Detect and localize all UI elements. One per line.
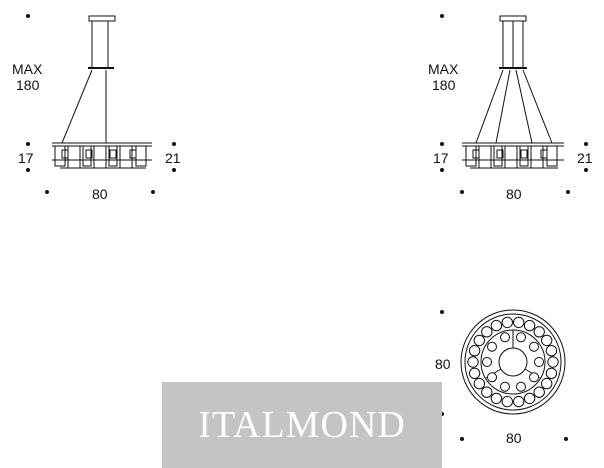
lamp-head-circle	[467, 356, 479, 368]
max-label: MAX	[12, 61, 43, 77]
lamp-head-circle	[468, 367, 481, 379]
width-label: 80	[92, 186, 108, 202]
top-view-height-label: 80	[435, 356, 451, 372]
dimension-marker-dot	[172, 168, 176, 172]
lamp-head-circle	[473, 334, 485, 347]
dimension-marker-dot	[440, 412, 444, 416]
dimension-marker-dot	[460, 437, 464, 441]
dimension-marker-dot	[584, 142, 588, 146]
lamp-head-circle	[490, 392, 503, 405]
lamp-head-circle	[529, 341, 539, 352]
right-height-label: 21	[577, 150, 593, 166]
lamp-head-circle	[481, 386, 493, 398]
lamp-head-circle	[516, 381, 526, 392]
lamp-head-circle	[481, 326, 493, 338]
lamp-head-circle	[500, 332, 510, 343]
max-label: MAX	[428, 61, 459, 77]
lamp-head-circle	[513, 316, 525, 329]
dimension-marker-dot	[26, 14, 30, 18]
height-value-label: 180	[432, 77, 456, 93]
dimension-marker-dot	[440, 168, 444, 172]
dimension-marker-dot	[26, 168, 30, 172]
lamp-head-circle	[482, 357, 492, 367]
dimension-marker-dot	[151, 190, 155, 194]
lamp-head-circle	[473, 377, 485, 390]
right-height-label: 21	[165, 150, 181, 166]
lamp-head-circle	[545, 367, 558, 379]
lamp-head-circle	[523, 319, 536, 332]
lamp-head-circle	[533, 386, 545, 398]
lamp-head-circle	[513, 395, 525, 408]
lamp-head-circle	[487, 372, 497, 383]
dimension-marker-dot	[45, 190, 49, 194]
lamp-head-circle	[500, 381, 510, 392]
lamp-head-circle	[523, 392, 536, 405]
lamp-head-circle	[541, 377, 553, 390]
lamp-head-circle	[534, 357, 544, 367]
dimension-marker-dot	[440, 14, 444, 18]
dimension-marker-dot	[440, 310, 444, 314]
height-value-label: 180	[16, 77, 40, 93]
lamp-head-circle	[529, 372, 539, 383]
italmond-watermark: ITALMOND	[162, 382, 442, 468]
dimension-marker-dot	[172, 142, 176, 146]
lamp-head-circle	[490, 319, 503, 332]
dimension-marker-dot	[566, 190, 570, 194]
lamp-head-circle	[501, 316, 513, 329]
dimension-marker-dot	[26, 142, 30, 146]
left-height-label: 17	[433, 150, 449, 166]
lamp-head-circle	[501, 395, 513, 408]
lamp-head-circle	[547, 356, 559, 368]
dimension-marker-dot	[564, 437, 568, 441]
dimension-marker-dot	[584, 168, 588, 172]
watermark-text: ITALMOND	[198, 404, 406, 446]
lamp-head-circle	[533, 326, 545, 338]
top-view-width-label: 80	[506, 430, 522, 446]
lamp-head-circle	[468, 345, 481, 357]
lamp-head-circle	[545, 345, 558, 357]
lamp-head-circle	[541, 334, 553, 347]
width-label: 80	[506, 186, 522, 202]
lamp-head-circle	[516, 332, 526, 343]
lamp-head-circle	[487, 341, 497, 352]
left-height-label: 17	[18, 150, 34, 166]
dimension-marker-dot	[460, 190, 464, 194]
dimension-marker-dot	[440, 142, 444, 146]
